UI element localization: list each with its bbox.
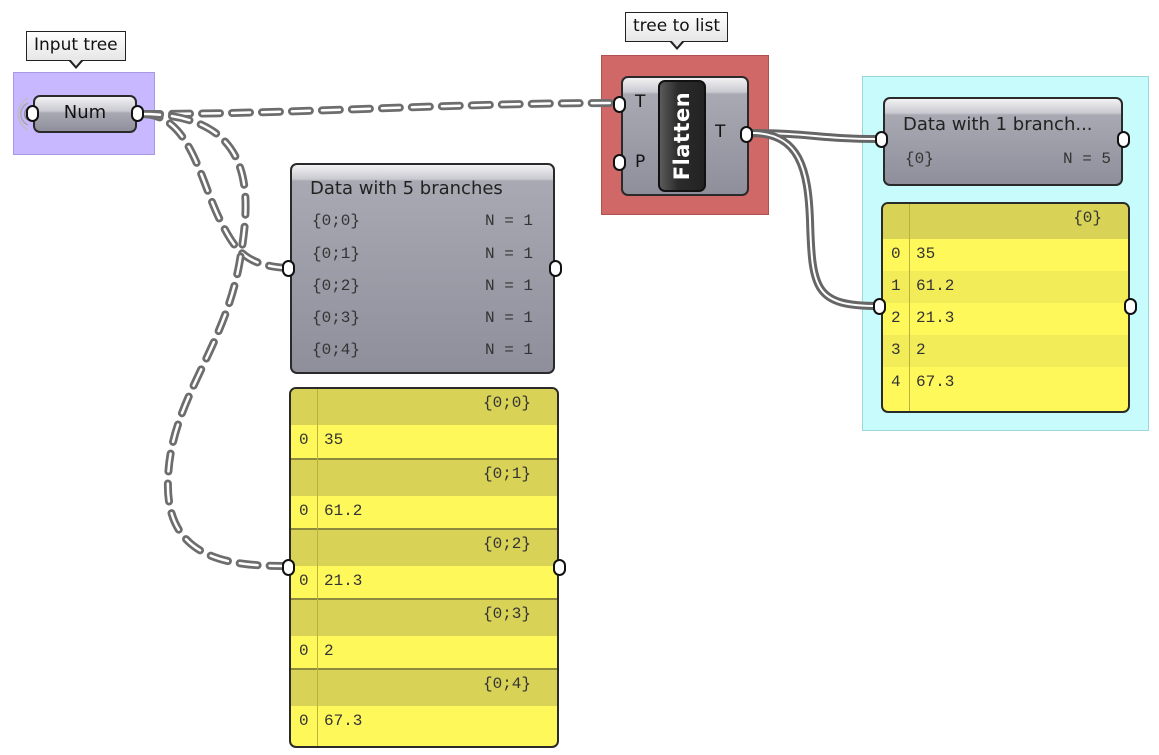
panel-tree-input-port[interactable] — [282, 260, 295, 277]
panel-list-output-port[interactable] — [1117, 131, 1130, 148]
viewer-list-input-port[interactable] — [873, 298, 886, 315]
branch-path: {0;1} — [312, 245, 361, 263]
num-param-label: Num — [63, 102, 107, 123]
item-index: 0 — [299, 572, 309, 590]
item-index: 0 — [299, 712, 309, 730]
branch-separator — [291, 598, 557, 600]
panel-tree-output-port[interactable] — [549, 260, 562, 277]
branch-separator — [291, 528, 557, 530]
item-row: 0 35 — [883, 239, 1128, 271]
item-row: 0 35 — [291, 425, 557, 458]
viewer-tree-output-port[interactable] — [553, 559, 566, 576]
branch-count: N = 1 — [484, 245, 533, 263]
item-value: 2 — [916, 341, 926, 359]
item-value: 35 — [324, 431, 344, 449]
viewer-list-output-port[interactable] — [1124, 298, 1137, 315]
flatten-input-t-port[interactable] — [613, 96, 626, 113]
item-value: 61.2 — [324, 502, 363, 520]
viewer-tree-input-port[interactable] — [282, 559, 295, 576]
item-value: 21.3 — [916, 309, 955, 327]
branch-path: {0;1} — [482, 465, 531, 483]
item-value: 61.2 — [916, 277, 955, 295]
flatten-input-p-port[interactable] — [613, 154, 626, 171]
item-value: 2 — [324, 642, 334, 660]
branch-path: {0;0} — [312, 212, 361, 230]
flatten-component[interactable]: T P Flatten T — [621, 76, 749, 196]
item-value: 21.3 — [324, 572, 363, 590]
branch-header: {0;2} — [291, 530, 557, 566]
wire-num-to-viewer-tree[interactable] — [138, 110, 290, 570]
item-index: 3 — [891, 341, 901, 359]
branch-separator — [291, 668, 557, 670]
item-index: 0 — [299, 502, 309, 520]
branch-path: {0;4} — [482, 675, 531, 693]
flatten-input-p-label: P — [635, 152, 646, 172]
branch-count: N = 1 — [484, 212, 533, 230]
num-param[interactable]: Num — [33, 95, 137, 133]
branch-count: N = 5 — [1062, 150, 1111, 168]
branch-path: {0;4} — [312, 341, 361, 359]
item-index: 0 — [299, 642, 309, 660]
item-index: 0 — [891, 245, 901, 263]
branch-header: {0;1} — [291, 460, 557, 496]
flatten-output-t-port[interactable] — [740, 126, 753, 143]
wire-num-to-panel-tree[interactable] — [138, 110, 290, 272]
branch-count: N = 1 — [484, 309, 533, 327]
num-input-port[interactable] — [26, 105, 39, 122]
item-index: 0 — [299, 431, 309, 449]
branch-path: {0} — [1073, 209, 1102, 227]
branch-path: {0} — [905, 150, 934, 168]
wire-flatten-to-panel-list[interactable] — [751, 129, 879, 143]
input-tree-tag: Input tree — [26, 31, 126, 69]
branch-row: {0;4} N = 1 — [312, 341, 533, 363]
branch-path: {0;3} — [482, 605, 531, 623]
panel-tree-summary[interactable]: Data with 5 branches {0;0} N = 1 {0;1} N… — [290, 163, 555, 374]
panel-list-title: Data with 1 branch... — [903, 114, 1093, 135]
item-value: 67.3 — [916, 373, 955, 391]
flatten-input-t-label: T — [635, 92, 646, 112]
flatten-core[interactable]: Flatten — [658, 80, 706, 192]
item-index: 1 — [891, 277, 901, 295]
branch-row: {0;3} N = 1 — [312, 309, 533, 331]
branch-count: N = 1 — [484, 277, 533, 295]
item-index: 2 — [891, 309, 901, 327]
wire-flatten-to-viewer-list[interactable] — [751, 129, 879, 310]
num-output-port[interactable] — [131, 105, 144, 122]
branch-path: {0;0} — [482, 394, 531, 412]
branch-header: {0;4} — [291, 670, 557, 706]
branch-header: {0;3} — [291, 600, 557, 636]
index-divider — [909, 204, 910, 411]
panel-list-input-port[interactable] — [875, 131, 888, 148]
item-index: 4 — [891, 373, 901, 391]
flatten-title: Flatten — [670, 91, 694, 181]
branch-header: {0} — [883, 204, 1128, 239]
tree-to-list-tag: tree to list — [625, 12, 729, 50]
wire-num-to-flatten[interactable] — [138, 99, 621, 118]
branch-path: {0;2} — [312, 277, 361, 295]
index-divider — [317, 389, 318, 746]
branch-count: N = 1 — [484, 341, 533, 359]
branch-row: {0;0} N = 1 — [312, 212, 533, 234]
branch-header: {0;0} — [291, 389, 557, 425]
item-value: 35 — [916, 245, 936, 263]
panel-list-summary[interactable]: Data with 1 branch... {0} N = 5 — [883, 97, 1123, 186]
branch-path: {0;2} — [482, 535, 531, 553]
panel-tree-title: Data with 5 branches — [310, 178, 503, 199]
branch-row: {0;2} N = 1 — [312, 277, 533, 299]
branch-path: {0;3} — [312, 309, 361, 327]
branch-row: {0;1} N = 1 — [312, 245, 533, 267]
branch-separator — [291, 458, 557, 460]
flatten-output-t-label: T — [715, 122, 726, 142]
item-value: 67.3 — [324, 712, 363, 730]
